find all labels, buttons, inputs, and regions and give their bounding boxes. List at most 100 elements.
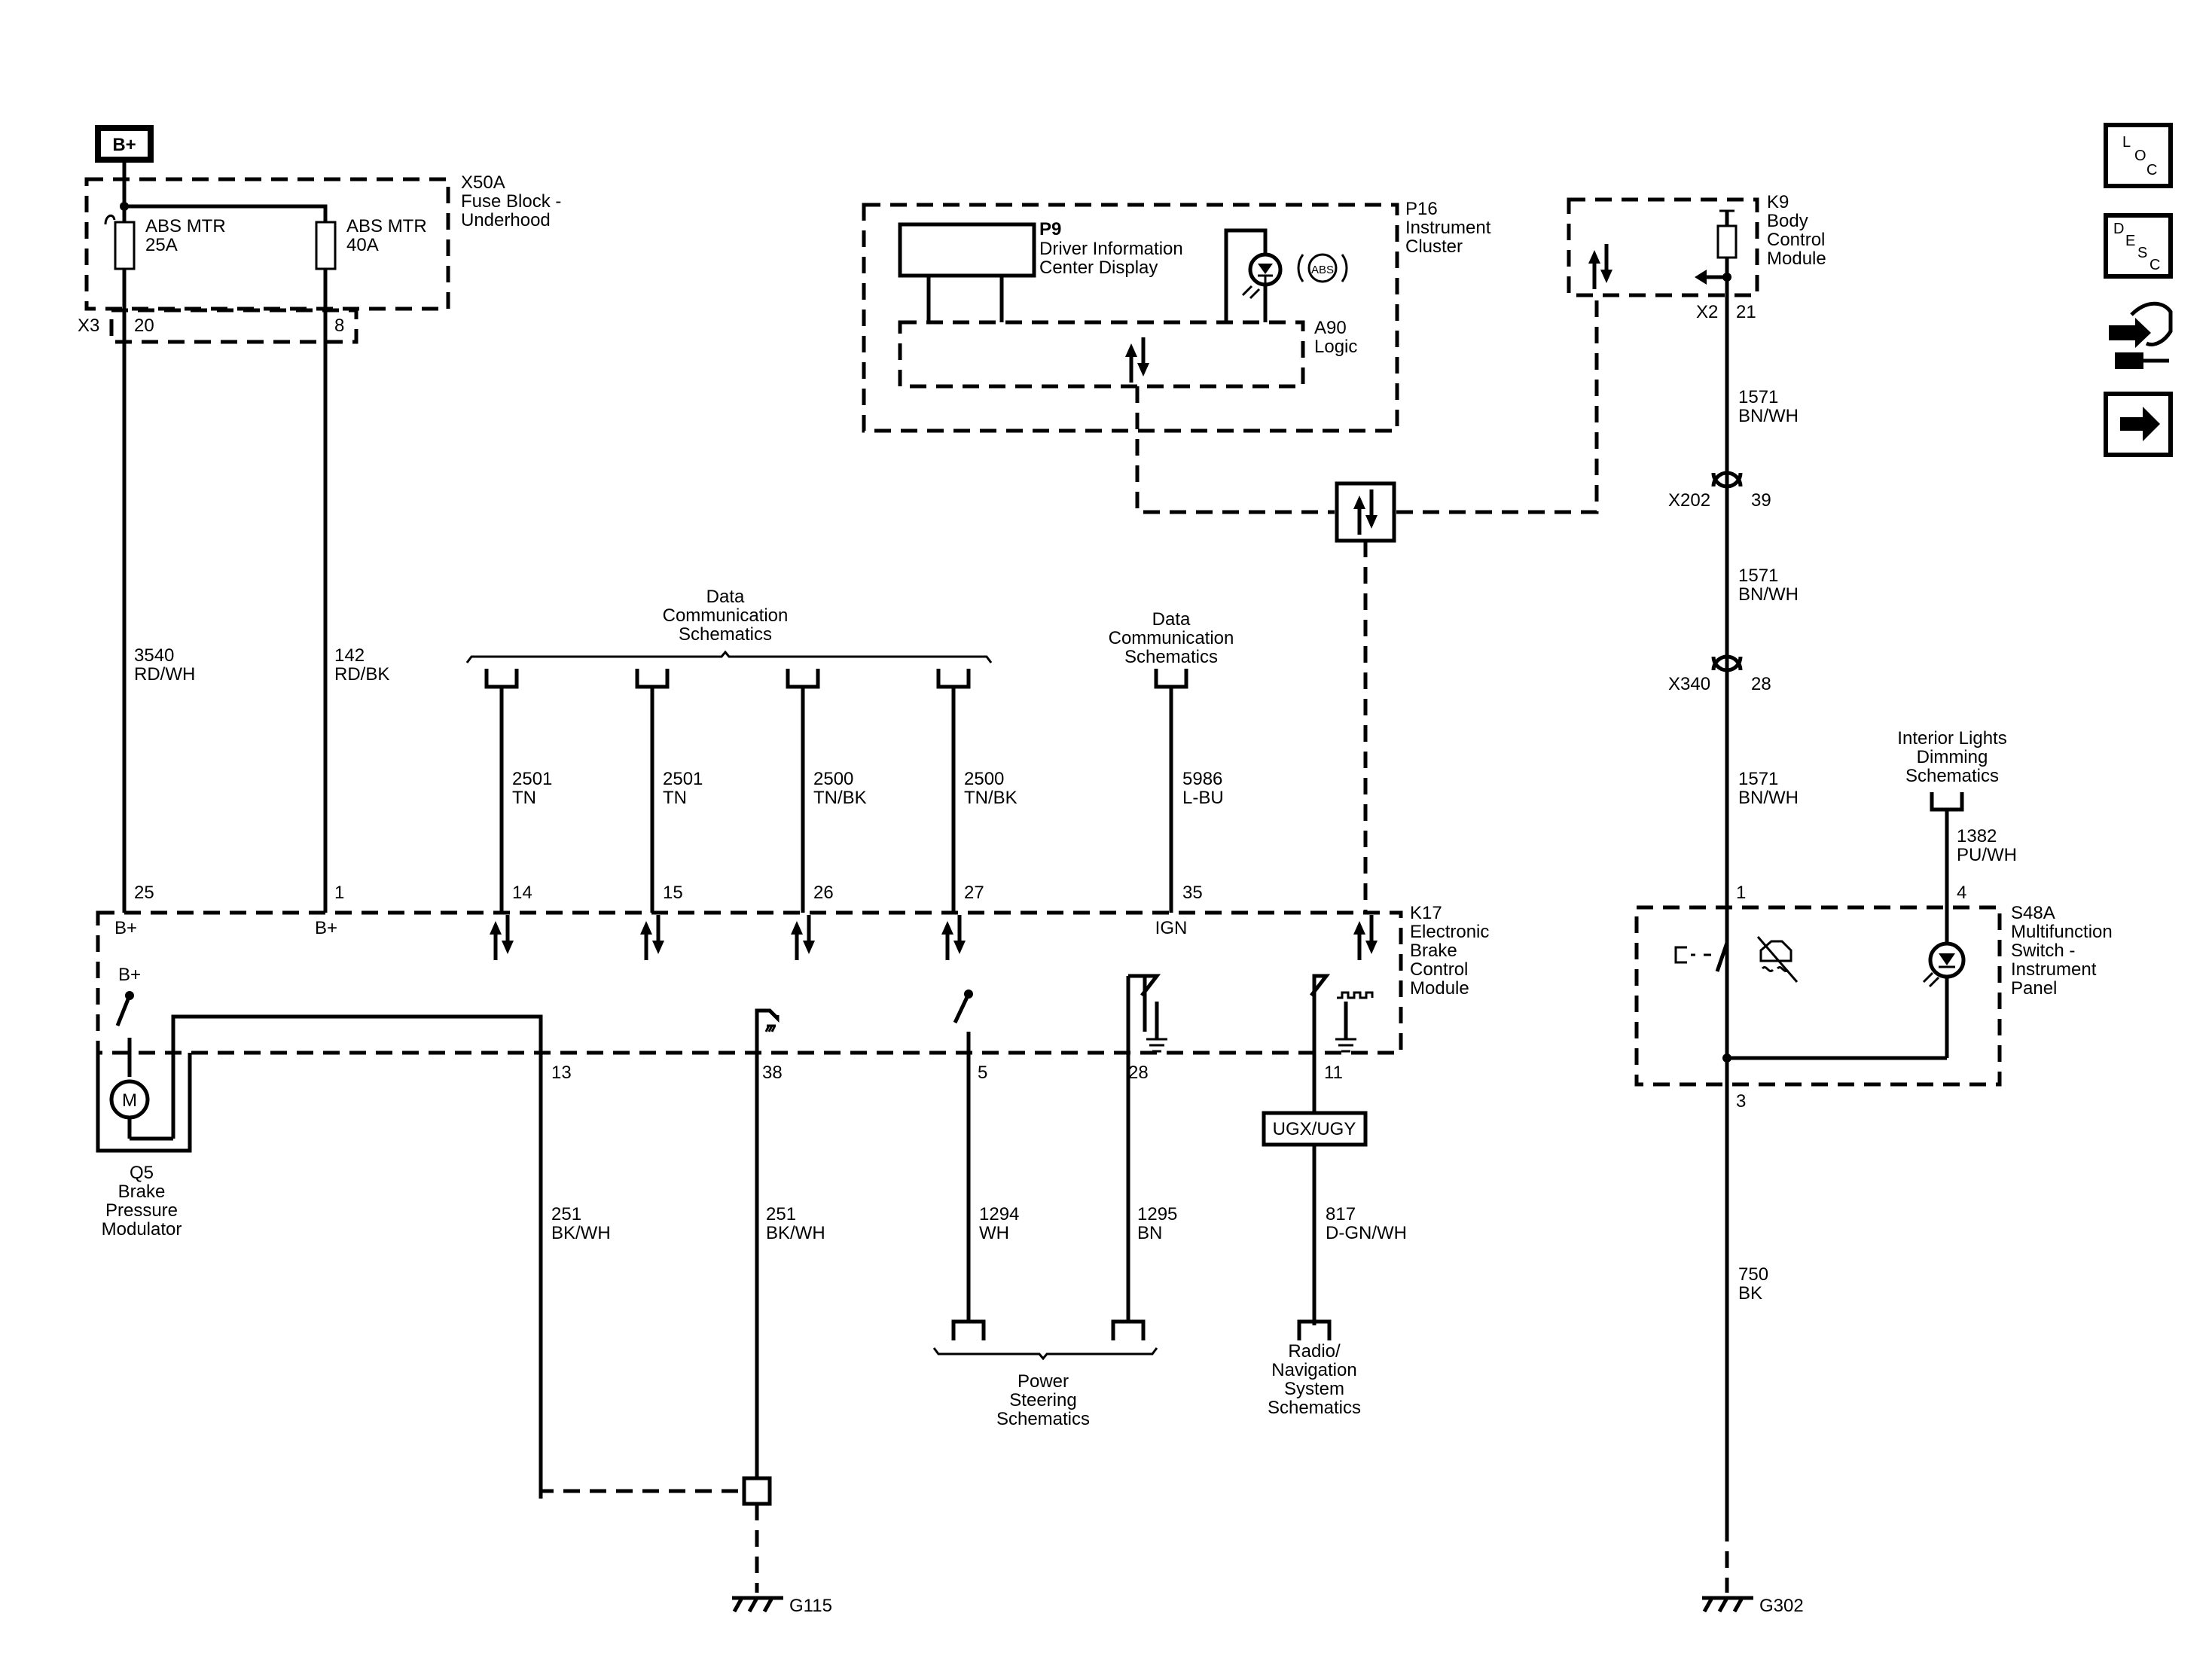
dic-name-2: Center Display — [1039, 258, 1158, 278]
fuse-1-name: ABS MTR — [145, 216, 226, 236]
bcm-id: K9 — [1767, 192, 1789, 212]
ebcm-pin-11: 11 — [1324, 1063, 1343, 1083]
wire-2500a-color: TN/BK — [813, 788, 867, 808]
ebcm-data-arrows-15 — [640, 915, 664, 960]
interior-lights-line-2: Dimming — [1917, 747, 1988, 767]
wire-1571c-color: BN/WH — [1738, 788, 1799, 808]
wire-2500b-circuit: 2500 — [964, 769, 1004, 789]
data-comm-2-line-3: Schematics — [1124, 647, 1218, 667]
instrument-cluster-id: P16 — [1405, 199, 1438, 219]
ebcm-pin-38: 38 — [762, 1063, 783, 1083]
wire-1571a-circuit: 1571 — [1738, 387, 1778, 407]
modulator-id: Q5 — [130, 1163, 154, 1183]
desc-letter-s: S — [2137, 245, 2147, 261]
power-steering-reference[interactable]: Power Steering Schematics — [932, 1347, 1158, 1429]
wire-817-color: D-GN/WH — [1326, 1223, 1407, 1243]
radio-nav-reference[interactable]: Radio/ Navigation System Schematics — [1268, 1341, 1361, 1418]
wire-1382-color: PU/WH — [1957, 845, 2017, 865]
ebcm-label-ign: IGN — [1155, 918, 1188, 938]
desc-letter-e: E — [2125, 233, 2135, 249]
ground-g115: G115 — [789, 1596, 832, 1616]
wire-1571a-color: BN/WH — [1738, 406, 1799, 426]
fuse-block-underhood: X50A Fuse Block - Underhood ABS MTR 25A … — [84, 172, 561, 311]
wire-1382-circuit: 1382 — [1957, 826, 1997, 846]
bcm-name-3: Module — [1767, 249, 1826, 269]
wire-2501b-color: TN — [663, 788, 687, 808]
dic-display — [898, 222, 1036, 278]
ebcm-pin-35: 35 — [1182, 883, 1203, 903]
interior-lights-line-1: Interior Lights — [1897, 728, 2006, 749]
motor-icon — [109, 1079, 150, 1120]
body-control-module: K9 Body Control Module — [1567, 192, 1826, 310]
interior-lights-reference[interactable]: Interior Lights Dimming Schematics — [1897, 728, 2006, 786]
electronic-brake-control-module: K17 Electronic Brake Control Module 25 1… — [96, 883, 1489, 1083]
wire-1295-circuit: 1295 — [1137, 1204, 1177, 1224]
motor-label: M — [122, 1090, 137, 1111]
ebcm-data-arrows-14 — [490, 915, 514, 960]
multifunction-switch: S48A Multifunction Switch - Instrument P… — [1634, 883, 2113, 1111]
connector-views-icon[interactable] — [2109, 301, 2173, 369]
bcm-connector: X2 — [1696, 302, 1718, 322]
wire-142-color: RD/BK — [334, 664, 389, 685]
wire-251b-circuit: 251 — [766, 1204, 796, 1224]
ebcm-pin-15: 15 — [663, 883, 683, 903]
ebcm-data-arrows-serial — [1353, 915, 1378, 960]
interior-lights-line-3: Schematics — [1905, 766, 1999, 786]
power-steering-line-2: Steering — [1009, 1390, 1076, 1410]
fuse-block-id: X50A — [461, 172, 505, 193]
dic-id: P9 — [1039, 219, 1061, 239]
desc-icon[interactable]: D E S C — [2104, 213, 2173, 279]
wire-2501b-circuit: 2501 — [663, 769, 703, 789]
ground-g302: G302 — [1759, 1596, 1804, 1616]
data-comm-1-line-2: Communication — [663, 605, 789, 626]
loc-letter-c: C — [2146, 162, 2157, 178]
instrument-cluster-name-1: Instrument — [1405, 218, 1491, 238]
modulator-name-1: Brake — [118, 1182, 166, 1202]
ebcm-label-bplus-1: B+ — [114, 918, 137, 938]
switch-name-3: Instrument — [2011, 959, 2097, 980]
fuse-block-connector: X3 — [78, 316, 99, 336]
wire-1571c-circuit: 1571 — [1738, 769, 1778, 789]
fuse-2-rating: 40A — [346, 235, 379, 255]
data-comm-reference-1[interactable]: Data Communication Schematics — [465, 587, 993, 663]
wire-142-circuit: 142 — [334, 645, 365, 666]
power-steering-line-3: Schematics — [996, 1409, 1090, 1429]
loc-letter-l: L — [2122, 134, 2131, 151]
wire-1571b-circuit: 1571 — [1738, 566, 1778, 586]
ebcm-data-arrows-26 — [791, 915, 815, 960]
ground-g115-icon — [732, 1596, 783, 1613]
switch-pin-3: 3 — [1736, 1091, 1746, 1111]
wire-750-circuit: 750 — [1738, 1264, 1768, 1285]
ebcm-pin-1: 1 — [334, 883, 344, 903]
brake-pressure-modulator: M Q5 Brake Pressure Modulator — [96, 1014, 543, 1499]
ebcm-pin-28: 28 — [1128, 1063, 1149, 1083]
radio-nav-line-2: Navigation — [1271, 1360, 1356, 1380]
x340-pin: 28 — [1751, 674, 1771, 694]
splice-pack — [742, 1476, 772, 1506]
wire-1295-color: BN — [1137, 1223, 1162, 1243]
x202-pin: 39 — [1751, 490, 1771, 511]
modulator-name-2: Pressure — [105, 1200, 178, 1221]
loc-icon[interactable]: L O C — [2104, 123, 2173, 188]
radio-nav-line-4: Schematics — [1268, 1398, 1361, 1418]
logic-id: A90 — [1314, 318, 1347, 338]
wire-3540-circuit: 3540 — [134, 645, 174, 666]
wire-2500a-circuit: 2500 — [813, 769, 853, 789]
fuse-block-name-2: Underhood — [461, 210, 551, 230]
next-page-icon[interactable] — [2104, 392, 2173, 457]
ebcm-name-4: Module — [1410, 978, 1469, 999]
switch-name-1: Multifunction — [2011, 922, 2113, 942]
wire-2501a-circuit: 2501 — [512, 769, 552, 789]
logic-name: Logic — [1314, 337, 1357, 357]
instrument-cluster-name-2: Cluster — [1405, 236, 1463, 257]
switch-pin-4: 4 — [1957, 883, 1966, 903]
fuse-40a — [315, 221, 337, 270]
traction-control-icon — [1756, 936, 1799, 983]
data-comm-reference-2[interactable]: Data Communication Schematics — [1109, 609, 1234, 667]
wire-5986-circuit: 5986 — [1182, 769, 1222, 789]
ebcm-pin-13: 13 — [551, 1063, 572, 1083]
fuse-25a — [114, 221, 136, 270]
fuse-1-rating: 25A — [145, 235, 178, 255]
bcm-pin: 21 — [1736, 302, 1756, 322]
x202-id: X202 — [1668, 490, 1710, 511]
